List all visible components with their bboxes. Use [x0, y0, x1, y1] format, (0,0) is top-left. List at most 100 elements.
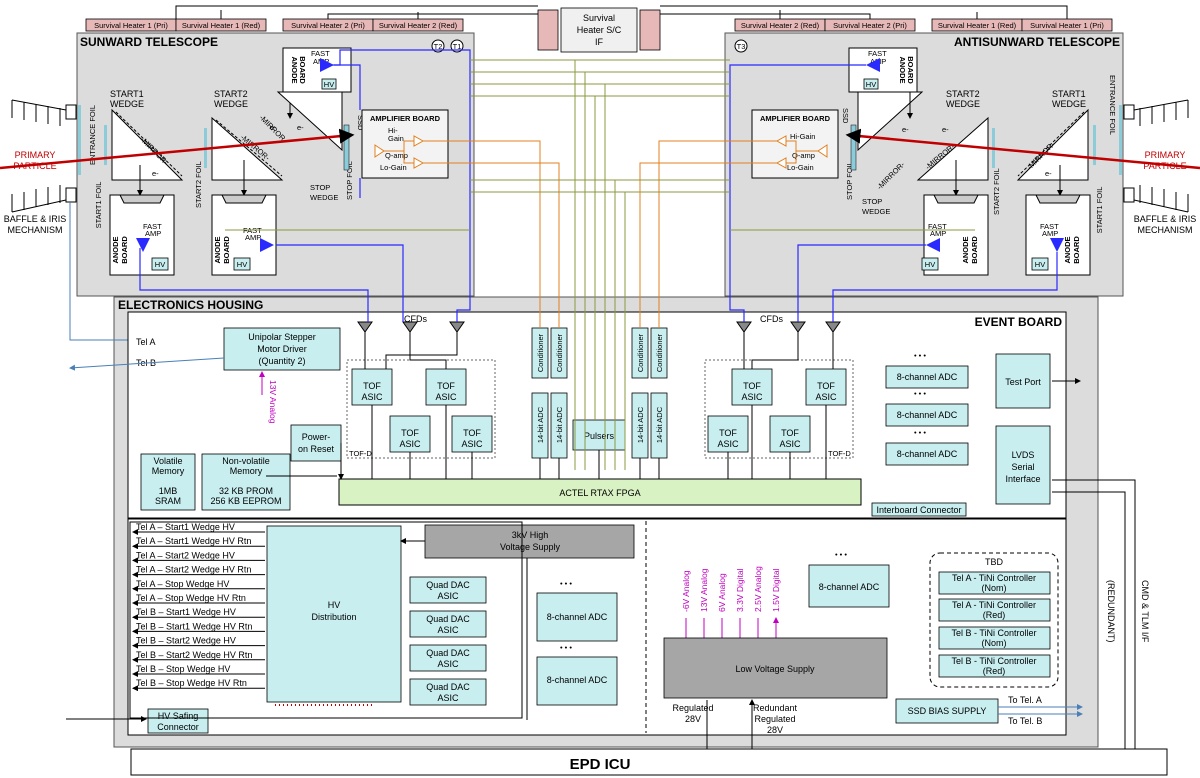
svg-text:Memory: Memory: [152, 466, 185, 476]
svg-text:WEDGE: WEDGE: [1052, 99, 1086, 109]
svg-text:Regulated: Regulated: [672, 703, 713, 713]
svg-text:ASIC: ASIC: [435, 392, 457, 402]
hv-line-label: Tel A – Stop Wedge HV Rtn: [136, 593, 246, 603]
survival-heater-sc-if: [560, 7, 638, 53]
svg-text:(Quantity 2): (Quantity 2): [258, 356, 305, 366]
svg-text:Survival Heater 2 (Pri): Survival Heater 2 (Pri): [291, 21, 365, 30]
svg-text:Q-amp: Q-amp: [385, 151, 408, 160]
svg-text:TOF-D: TOF-D: [828, 449, 851, 458]
svg-text:MECHANISM: MECHANISM: [7, 225, 62, 235]
svg-text:ANODE: ANODE: [111, 236, 120, 263]
svg-text:ACTEL RTAX FPGA: ACTEL RTAX FPGA: [559, 488, 640, 498]
svg-text:AMP: AMP: [145, 229, 161, 238]
svg-text:BOARD: BOARD: [1072, 236, 1081, 264]
svg-text:PRIMARY: PRIMARY: [15, 150, 56, 160]
svg-text:TOF: TOF: [719, 428, 737, 438]
svg-text:FAST: FAST: [868, 49, 887, 58]
svg-text:CMD & TLM I/F: CMD & TLM I/F: [1140, 580, 1150, 643]
antisunward-telescope: ANTISUNWARD TELESCOPE T3 ENTRANCE FOIL S…: [724, 32, 1200, 297]
hv-line-label: Tel A – Start1 Wedge HV Rtn: [136, 536, 251, 546]
svg-text:Survival Heater 2 (Red): Survival Heater 2 (Red): [741, 21, 820, 30]
svg-text:FAST: FAST: [311, 49, 330, 58]
svg-text:BOARD: BOARD: [222, 236, 231, 264]
svg-text:STOP FOIL: STOP FOIL: [345, 161, 354, 200]
svg-text:Power-: Power-: [302, 432, 331, 442]
svg-text:28V: 28V: [685, 714, 701, 724]
svg-text:Distribution: Distribution: [311, 612, 356, 622]
svg-text:ASIC: ASIC: [437, 591, 459, 601]
svg-text:3.3V Digital: 3.3V Digital: [735, 568, 745, 612]
svg-text:6V Analog: 6V Analog: [717, 573, 727, 612]
svg-text:e-: e-: [942, 125, 949, 134]
svg-text:BOARD: BOARD: [298, 56, 307, 84]
svg-text:Conditioner: Conditioner: [655, 333, 664, 372]
svg-text:EPD ICU: EPD ICU: [570, 756, 631, 773]
svg-text:Heater S/C: Heater S/C: [577, 25, 622, 35]
svg-text:Tel A - TiNi Controller: Tel A - TiNi Controller: [952, 573, 1036, 583]
svg-text:Conditioner: Conditioner: [536, 333, 545, 372]
svg-text:Survival Heater 2 (Pri): Survival Heater 2 (Pri): [833, 21, 907, 30]
svg-text:Quad DAC: Quad DAC: [426, 648, 470, 658]
svg-text:28V: 28V: [767, 725, 783, 735]
svg-text:START2 FOIL: START2 FOIL: [194, 161, 203, 208]
svg-text:TOF: TOF: [437, 381, 455, 391]
svg-text:8-channel ADC: 8-channel ADC: [897, 410, 958, 420]
svg-text:Conditioner: Conditioner: [636, 333, 645, 372]
lvds-interface: [995, 425, 1051, 505]
svg-text:WEDGE: WEDGE: [310, 193, 338, 202]
svg-text:Conditioner: Conditioner: [555, 333, 564, 372]
svg-text:Quad DAC: Quad DAC: [426, 580, 470, 590]
svg-text:HV Safing: HV Safing: [158, 711, 199, 721]
hv-line-label: Tel B – Start2 Wedge HV Rtn: [136, 650, 252, 660]
svg-text:FAST: FAST: [143, 222, 162, 231]
svg-text:ASIC: ASIC: [741, 392, 763, 402]
svg-text:HV: HV: [866, 80, 876, 89]
svg-text:Pulsers: Pulsers: [584, 431, 615, 441]
hv-line-label: Tel A – Start2 Wedge HV Rtn: [136, 565, 251, 575]
svg-text:ASIC: ASIC: [815, 392, 837, 402]
side-labels: PRIMARY PARTICLE BAFFLE & IRIS MECHANISM…: [4, 99, 1196, 341]
svg-text:e-: e-: [902, 125, 909, 134]
fpga: [338, 478, 862, 506]
svg-text:START2: START2: [214, 89, 248, 99]
svg-text:ASIC: ASIC: [717, 439, 739, 449]
svg-text:Redundant: Redundant: [753, 703, 798, 713]
svg-text:BAFFLE & IRIS: BAFFLE & IRIS: [4, 214, 67, 224]
svg-text:ANODE: ANODE: [898, 56, 907, 83]
svg-text:CFDs: CFDs: [404, 314, 427, 324]
svg-text:8-channel ADC: 8-channel ADC: [897, 372, 958, 382]
svg-text:• • •: • • •: [914, 389, 926, 398]
svg-text:EVENT BOARD: EVENT BOARD: [975, 315, 1063, 329]
svg-text:ASIC: ASIC: [461, 439, 483, 449]
svg-text:TOF: TOF: [781, 428, 799, 438]
svg-text:HV: HV: [155, 260, 165, 269]
low-voltage-supply: [663, 637, 888, 699]
svg-text:ENTRANCE FOIL: ENTRANCE FOIL: [1108, 75, 1117, 135]
svg-text:T2: T2: [434, 42, 443, 51]
svg-text:AMP: AMP: [245, 233, 261, 242]
svg-text:13V Analog: 13V Analog: [699, 568, 709, 612]
svg-text:BOARD: BOARD: [120, 236, 129, 264]
svg-text:e-: e-: [270, 123, 277, 132]
svg-text:SUNWARD TELESCOPE: SUNWARD TELESCOPE: [80, 35, 218, 49]
svg-text:Lo-Gain: Lo-Gain: [787, 163, 814, 172]
hv-line-label: Tel A – Start2 Wedge HV: [136, 550, 235, 560]
svg-text:(Nom): (Nom): [982, 583, 1007, 593]
svg-text:Serial: Serial: [1011, 462, 1034, 472]
svg-text:Tel A - TiNi Controller: Tel A - TiNi Controller: [952, 600, 1036, 610]
svg-text:Survival: Survival: [583, 13, 615, 23]
svg-text:STOP: STOP: [310, 183, 330, 192]
svg-text:START2: START2: [946, 89, 980, 99]
svg-text:Regulated: Regulated: [754, 714, 795, 724]
svg-text:Connector: Connector: [157, 722, 199, 732]
svg-text:Tel B - TiNi Controller: Tel B - TiNi Controller: [951, 656, 1036, 666]
electronics-housing-title: ELECTRONICS HOUSING: [118, 298, 263, 312]
svg-text:START1: START1: [1052, 89, 1086, 99]
svg-text:ASIC: ASIC: [399, 439, 421, 449]
svg-text:8-channel ADC: 8-channel ADC: [547, 612, 608, 622]
svg-text:BOARD: BOARD: [906, 56, 915, 84]
voltage-rails: -6V Analog 13V Analog 6V Analog 3.3V Dig…: [681, 566, 781, 638]
svg-text:13V Analog: 13V Analog: [268, 380, 278, 424]
hv-distribution: [266, 525, 402, 703]
